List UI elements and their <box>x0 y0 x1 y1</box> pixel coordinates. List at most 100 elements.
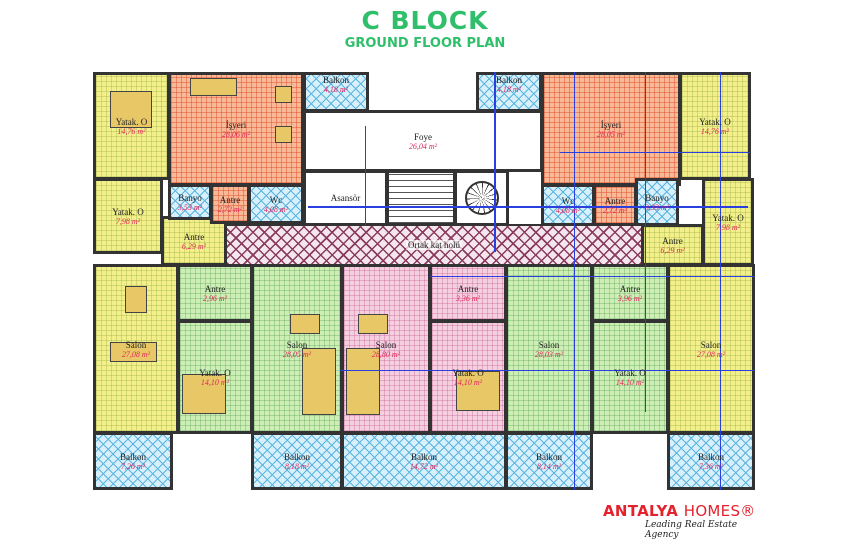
dimension-line <box>308 206 748 208</box>
dimension-line <box>560 152 750 153</box>
room-label: Salon <box>125 339 147 350</box>
room-label: Balkon <box>496 75 522 85</box>
room-area: 14,76 m² <box>117 126 146 136</box>
dining-table <box>275 86 292 103</box>
room-area: 28,03 m² <box>534 349 564 359</box>
dimension-line <box>430 276 755 277</box>
room-label: Antre <box>662 235 683 246</box>
room-area: 4,18 m² <box>496 85 522 94</box>
room-label: Balkon <box>120 451 146 462</box>
room-area: 28,80 m² <box>371 349 401 359</box>
room-label: Banyo <box>645 192 669 203</box>
room-label: Yatak. O <box>112 206 144 217</box>
room-area: 28,05 m² <box>596 129 626 139</box>
room-label: Wc <box>561 195 575 206</box>
room-area: 4,08 m² <box>555 205 581 215</box>
room-area: 14,10 m² <box>453 377 483 387</box>
staircase <box>386 170 456 226</box>
dimension-line <box>340 370 755 371</box>
dimension-line <box>494 72 496 252</box>
room-area: 7,98 m² <box>715 222 741 232</box>
spiral-stair-icon <box>464 181 499 215</box>
room-label: Balkon <box>411 451 437 462</box>
room-label: Salon <box>700 339 722 350</box>
room-label: Ortak kat holü <box>406 240 462 250</box>
room-area: 7,36 m² <box>698 461 724 471</box>
room-area: 8,14 m² <box>536 461 562 471</box>
dining-table <box>125 286 147 313</box>
plan-title: C BLOCK <box>361 6 489 35</box>
room-area: 26,04 m² <box>408 141 438 151</box>
room-label: Balkon <box>323 75 349 85</box>
room-label: Balkon <box>284 451 310 462</box>
logo-tagline: Leading Real Estate Agency <box>645 520 738 540</box>
room-label: Antre <box>457 283 479 294</box>
room-area: 2,96 m² <box>202 293 228 303</box>
room-area: 3,96 m² <box>617 293 643 303</box>
room-area: 6,29 m² <box>181 241 207 251</box>
room-area: 14,76 m² <box>700 126 730 136</box>
room-label: Yatak. O <box>199 367 231 378</box>
sofa <box>190 78 237 96</box>
room-label: Antre <box>619 283 641 294</box>
room-label: Balkon <box>536 451 562 462</box>
logo-bold: ANTALYA <box>603 502 679 520</box>
room-area: 2,72 m² <box>602 205 628 215</box>
dimension-line <box>574 72 575 490</box>
bed <box>182 374 226 414</box>
spiral-staircase <box>454 170 509 226</box>
room-label: İşyeri <box>225 119 247 130</box>
room-area: 8,18 m² <box>284 461 310 471</box>
room-area: 4,08 m² <box>263 204 289 214</box>
room-label: Yatak. O <box>699 116 731 127</box>
room-area: 3,36 m² <box>455 293 481 303</box>
dining-table <box>358 314 388 334</box>
dimension-line <box>720 72 721 490</box>
room-area: 3,33 m² <box>644 202 670 212</box>
room-label: Antre <box>604 195 626 206</box>
room-area: 14,10 m² <box>200 377 230 387</box>
room-label: Balkon <box>698 451 724 462</box>
room-area: 28,06 m² <box>221 129 251 139</box>
room-label: Antre <box>204 283 226 294</box>
room-area: 14,72 m² <box>409 461 439 471</box>
room-area: 28,05 m² <box>282 349 312 359</box>
room-label: Asansör <box>330 193 361 203</box>
room-area: 7,26 m² <box>120 461 146 471</box>
dining-table <box>290 314 320 334</box>
room-area: 6,29 m² <box>660 245 685 255</box>
room-label: Banyo <box>178 192 202 203</box>
bed <box>110 91 152 128</box>
plan-subtitle: GROUND FLOOR PLAN <box>344 36 506 51</box>
room-label: Salon <box>538 339 560 350</box>
room-label: Yatak. O <box>712 212 744 223</box>
room-area: 7,98 m² <box>115 216 141 226</box>
room-area: 4,18 m² <box>323 85 349 94</box>
